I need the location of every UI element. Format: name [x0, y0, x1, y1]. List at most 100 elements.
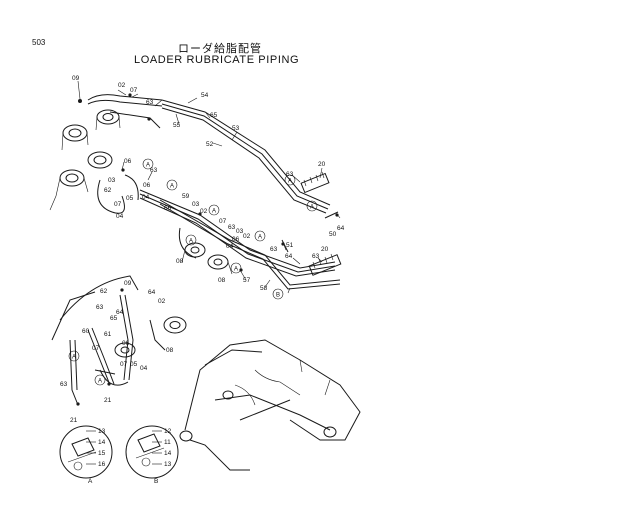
- part-callout: 65: [110, 315, 118, 322]
- title-japanese: ローダ給脂配管: [178, 43, 262, 55]
- part-callout: 63: [96, 304, 104, 311]
- part-callout: 06: [232, 236, 240, 243]
- detail_b-part-number: 13: [164, 461, 172, 468]
- reference-marks: A A A A A A A A A A B: [68, 158, 318, 386]
- part-callout: 20: [318, 161, 326, 168]
- detail_b-part-number: 14: [164, 450, 172, 457]
- part-callout: 07: [120, 361, 128, 368]
- reference-mark-a: A: [254, 230, 266, 242]
- part-callout: 62: [104, 187, 112, 194]
- part-callout: 63: [312, 253, 320, 260]
- svg-text:A: A: [170, 183, 174, 189]
- part-callout: 62: [100, 288, 108, 295]
- part-callout: 63: [146, 99, 154, 106]
- loader-overview: [179, 339, 361, 471]
- detail_a-part-number: 14: [98, 439, 106, 446]
- part-callout: 50: [329, 231, 337, 238]
- part-callout: 21: [70, 417, 78, 424]
- svg-text:A: A: [98, 378, 102, 384]
- part-callout: 08: [176, 258, 184, 265]
- part-callout: 06: [143, 182, 151, 189]
- reference-mark-b: B: [272, 288, 284, 300]
- part-callout: 02: [243, 233, 251, 240]
- reference-mark-a: A: [306, 200, 318, 212]
- svg-text:A: A: [288, 178, 292, 184]
- part-callout: 02: [158, 298, 166, 305]
- part-callout: 07: [130, 87, 138, 94]
- svg-text:A: A: [212, 208, 216, 214]
- part-callout: 02: [200, 208, 208, 215]
- svg-text:A: A: [310, 204, 314, 210]
- part-callout: 21: [104, 397, 112, 404]
- part-callout: 09: [124, 280, 132, 287]
- detail-callouts: 13 14 15 16A 12 11 14 13B: [86, 428, 172, 485]
- part-callout: 52: [206, 141, 214, 148]
- part-callout: 53: [232, 125, 240, 132]
- reference-mark-a: A: [68, 350, 80, 362]
- detail_b-part-number: 12: [164, 428, 172, 435]
- svg-text:A: A: [234, 266, 238, 272]
- part-callout: 06: [122, 340, 130, 347]
- part-callout: 05: [126, 195, 134, 202]
- upper-pipe-assembly: [49, 93, 342, 290]
- detail-a: [59, 425, 113, 479]
- part-callout: 04: [142, 194, 150, 201]
- reference-mark-a: A: [94, 374, 106, 386]
- detail_a-part-number: 15: [98, 450, 106, 457]
- part-callout: 04: [116, 213, 124, 220]
- part-callout: 65: [210, 112, 218, 119]
- reference-mark-a: A: [185, 234, 197, 246]
- part-callout: 09: [72, 75, 80, 82]
- part-callout: 58: [260, 285, 268, 292]
- part-callout: 63: [228, 224, 236, 231]
- reference-mark-a: A: [230, 262, 242, 274]
- part-callout: 07: [92, 345, 100, 352]
- part-callout: 63: [60, 381, 68, 388]
- part-callout: 08: [166, 347, 174, 354]
- part-callout: 64: [116, 309, 124, 316]
- page-number: 503: [32, 38, 46, 47]
- part-callout: 54: [201, 92, 209, 99]
- svg-text:B: B: [276, 292, 280, 298]
- svg-text:A: A: [146, 162, 150, 168]
- part-callout: 63: [286, 171, 294, 178]
- detail_b-part-number: 11: [164, 439, 171, 446]
- svg-text:A: A: [258, 234, 262, 240]
- detail_a-label: A: [88, 478, 93, 485]
- part-callout: 03: [192, 201, 200, 208]
- detail-b: [125, 425, 179, 479]
- part-callout: 04: [140, 365, 148, 372]
- detail_a-part-number: 16: [98, 461, 106, 468]
- svg-text:A: A: [189, 238, 193, 244]
- part-callout: 07: [219, 218, 227, 225]
- part-callout: 57: [243, 277, 251, 284]
- part-callout: 51: [286, 242, 294, 249]
- part-callout: 04: [226, 243, 234, 250]
- reference-mark-a: A: [166, 179, 178, 191]
- lower-left-assembly: [51, 275, 187, 406]
- part-callout: 03: [108, 177, 116, 184]
- part-callout: 61: [104, 331, 112, 338]
- part-callout: 02: [118, 82, 126, 89]
- reference-mark-a: A: [142, 158, 154, 170]
- part-callout: 03: [236, 228, 244, 235]
- part-callout: 64: [148, 289, 156, 296]
- title-english: LOADER RUBRICATE PIPING: [134, 54, 300, 66]
- part-callout: 20: [321, 246, 329, 253]
- svg-text:A: A: [72, 354, 76, 360]
- reference-mark-a: A: [284, 174, 296, 186]
- part-callout: 63: [150, 167, 158, 174]
- part-callout: 08: [218, 277, 226, 284]
- part-callout: 64: [285, 253, 293, 260]
- detail_a-part-number: 13: [98, 428, 106, 435]
- part-callout: 07: [114, 201, 122, 208]
- part-callout: 55: [173, 122, 181, 129]
- part-callout: 05: [130, 361, 138, 368]
- part-callout: 63: [270, 246, 278, 253]
- detail_b-label: B: [154, 478, 158, 485]
- part-callout: 60: [82, 328, 90, 335]
- part-callout: 66: [164, 205, 172, 212]
